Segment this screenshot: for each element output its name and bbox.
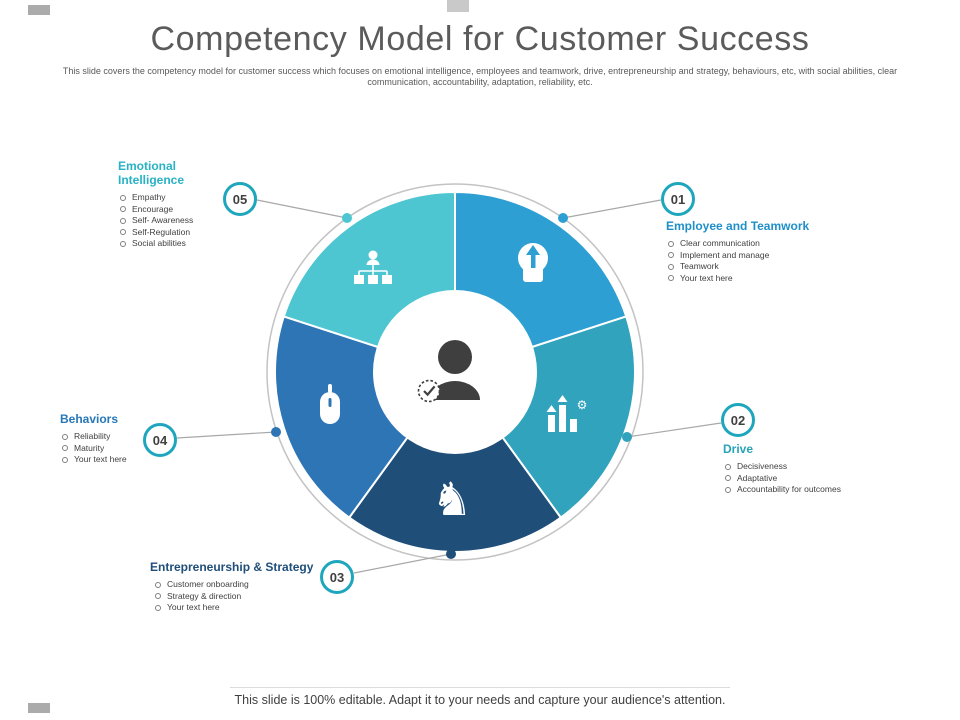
connector-line-01 — [562, 199, 662, 219]
mouse-icon — [320, 384, 340, 424]
list-item: Decisiveness — [725, 461, 903, 473]
number-badge-01: 01 — [661, 182, 695, 216]
org-chart-icon — [354, 250, 392, 284]
list-item: Encourage — [120, 204, 238, 216]
list-item: Your text here — [62, 454, 180, 466]
connector-line-05 — [256, 199, 348, 219]
connector-line-03 — [353, 553, 452, 574]
accent-rect-top-left — [28, 5, 50, 15]
chess-knight-icon: ♞ — [431, 472, 472, 526]
connector-dot-01 — [558, 213, 568, 223]
list-item: Social abilities — [120, 238, 238, 250]
list-item: Adaptative — [725, 473, 903, 485]
section-emotional-intelligence: Emotional Intelligence Empathy Encourage… — [118, 159, 238, 250]
slide-subtitle: This slide covers the competency model f… — [62, 66, 898, 87]
competency-list-entrepreneurship-strategy: Customer onboarding Strategy & direction… — [150, 579, 380, 614]
connector-line-04 — [176, 431, 277, 439]
connector-dot-04 — [271, 427, 281, 437]
list-item: Self- Awareness — [120, 215, 238, 227]
section-behaviors: Behaviors Reliability Maturity Your text… — [60, 412, 180, 466]
list-item: Implement and manage — [668, 250, 856, 262]
connector-dot-02 — [622, 432, 632, 442]
section-title-employee-teamwork: Employee and Teamwork — [666, 219, 810, 233]
head-arrow-icon — [518, 243, 548, 282]
page-title: Competency Model for Customer Success — [150, 20, 810, 58]
competency-list-emotional-intelligence: Empathy Encourage Self- Awareness Self-R… — [118, 192, 238, 250]
number-badge-05: 05 — [223, 182, 257, 216]
outer-ring — [266, 183, 644, 561]
connector-dot-05 — [342, 213, 352, 223]
section-drive: Drive Decisiveness Adaptative Accountabi… — [723, 442, 903, 496]
section-title-behaviors: Behaviors — [60, 412, 119, 426]
connector-dot-03 — [446, 549, 456, 559]
list-item: Customer onboarding — [155, 579, 380, 591]
list-item: Reliability — [62, 431, 180, 443]
list-item: Maturity — [62, 443, 180, 455]
list-item: Your text here — [668, 273, 856, 285]
footer-divider — [230, 687, 730, 688]
section-title-entrepreneurship-strategy: Entrepreneurship & Strategy — [150, 560, 314, 574]
person-check-icon — [417, 340, 480, 403]
connector-line-02 — [626, 422, 722, 438]
gear-icon: ⚙ — [577, 398, 588, 412]
growth-bars-gear-icon: ⚙ — [546, 395, 588, 432]
list-item: Accountability for outcomes — [725, 484, 903, 496]
number-badge-02: 02 — [721, 403, 755, 437]
section-title-drive: Drive — [723, 442, 754, 456]
list-item: Empathy — [120, 192, 238, 204]
competency-list-employee-teamwork: Clear communication Implement and manage… — [666, 238, 856, 284]
list-item: Teamwork — [668, 261, 856, 273]
accent-rect-top-center — [447, 0, 469, 12]
number-badge-04: 04 — [143, 423, 177, 457]
section-title-emotional-intelligence: Emotional Intelligence — [118, 159, 185, 187]
section-entrepreneurship-strategy: Entrepreneurship & Strategy Customer onb… — [150, 560, 380, 614]
footer-note: This slide is 100% editable. Adapt it to… — [234, 693, 726, 707]
list-item: Your text here — [155, 602, 380, 614]
section-employee-teamwork: Employee and Teamwork Clear communicatio… — [666, 219, 856, 284]
competency-list-behaviors: Reliability Maturity Your text here — [60, 431, 180, 466]
list-item: Self-Regulation — [120, 227, 238, 239]
list-item: Clear communication — [668, 238, 856, 250]
accent-rect-bottom-left — [28, 703, 50, 713]
competency-list-drive: Decisiveness Adaptative Accountability f… — [723, 461, 903, 496]
list-item: Strategy & direction — [155, 591, 380, 603]
number-badge-03: 03 — [320, 560, 354, 594]
